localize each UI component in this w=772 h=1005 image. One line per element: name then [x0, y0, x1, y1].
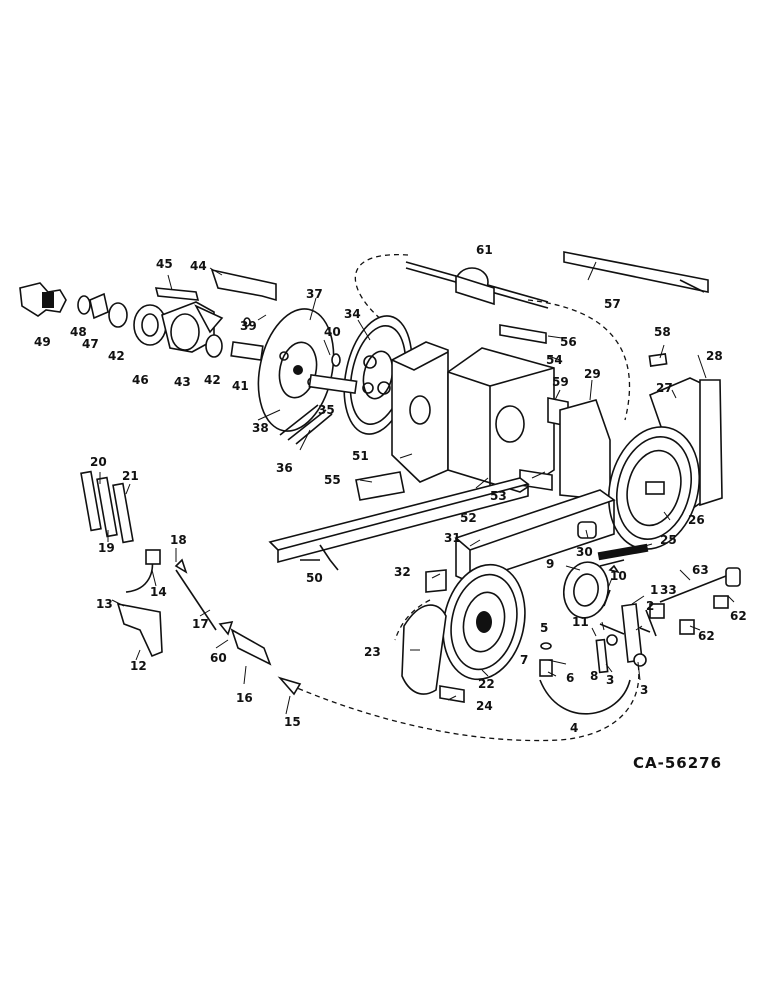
- callout-55: 55: [324, 473, 341, 487]
- callout-32: 32: [394, 565, 411, 579]
- callout-16: 16: [236, 691, 253, 705]
- callout-39: 39: [240, 319, 257, 333]
- callout-23: 23: [364, 645, 381, 659]
- callout-12: 12: [130, 659, 147, 673]
- callout-36: 36: [276, 461, 293, 475]
- callout-6: 6: [566, 671, 574, 685]
- callout-52: 52: [460, 511, 477, 525]
- callout-54: 54: [546, 353, 563, 367]
- callout-47: 47: [82, 337, 99, 351]
- upper-shaft: [405, 251, 709, 309]
- central-frame: [391, 324, 569, 493]
- callout-3a: 3: [606, 673, 614, 687]
- callout-19: 19: [98, 541, 115, 555]
- callout-11: 11: [572, 615, 589, 629]
- right-linkage: [539, 559, 741, 715]
- callout-24: 24: [476, 699, 493, 713]
- callout-20: 20: [90, 455, 107, 469]
- callout-15: 15: [284, 715, 301, 729]
- callout-62b: 62: [730, 609, 747, 623]
- callout-21: 21: [122, 469, 139, 483]
- callout-3b: 3: [640, 683, 648, 697]
- callout-51: 51: [352, 449, 369, 463]
- callout-8: 8: [590, 669, 598, 683]
- shaft-assembly-left: [19, 268, 277, 361]
- callout-38: 38: [252, 421, 269, 435]
- callout-29: 29: [584, 367, 601, 381]
- callout-57: 57: [604, 297, 621, 311]
- callout-7: 7: [520, 653, 528, 667]
- callout-31: 31: [444, 531, 461, 545]
- callout-49: 49: [34, 335, 51, 349]
- dashed-routing-lines: [289, 254, 640, 742]
- callout-48: 48: [70, 325, 87, 339]
- callout-63: 63: [692, 563, 709, 577]
- leader-lines: [99, 261, 735, 715]
- callout-labels: 1 2 3 3 4 5 6 7 8 9 10 11 12 13 14 15 16…: [34, 243, 747, 772]
- callout-41: 41: [232, 379, 249, 393]
- callout-5: 5: [540, 621, 548, 635]
- callout-10: 10: [610, 569, 627, 583]
- callout-17: 17: [192, 617, 209, 631]
- callout-46: 46: [132, 373, 149, 387]
- callout-1: 1: [650, 583, 658, 597]
- callout-27: 27: [656, 381, 673, 395]
- left-linkage: [80, 470, 302, 696]
- callout-18: 18: [170, 533, 187, 547]
- callout-37: 37: [306, 287, 323, 301]
- callout-4: 4: [570, 721, 578, 735]
- right-housing: [559, 353, 723, 561]
- callout-60: 60: [210, 651, 227, 665]
- callout-42b: 42: [204, 373, 221, 387]
- callout-56: 56: [560, 335, 577, 349]
- callout-53: 53: [490, 489, 507, 503]
- drawing-code: CA-56276: [633, 754, 722, 772]
- callout-35: 35: [318, 403, 335, 417]
- callout-40: 40: [324, 325, 341, 339]
- callout-43: 43: [174, 375, 191, 389]
- lower-pulleys: [401, 561, 610, 703]
- callout-9: 9: [546, 557, 554, 571]
- bottom-rail: [268, 471, 530, 571]
- callout-28: 28: [706, 349, 723, 363]
- callout-44: 44: [190, 259, 207, 273]
- callout-45: 45: [156, 257, 173, 271]
- callout-22: 22: [478, 677, 495, 691]
- callout-59: 59: [552, 375, 569, 389]
- callout-62a: 62: [698, 629, 715, 643]
- callout-42a: 42: [108, 349, 125, 363]
- callout-14: 14: [150, 585, 167, 599]
- callout-33: 33: [660, 583, 677, 597]
- callout-61: 61: [476, 243, 493, 257]
- callout-26: 26: [688, 513, 705, 527]
- callout-13: 13: [96, 597, 113, 611]
- callout-58: 58: [654, 325, 671, 339]
- callout-34: 34: [344, 307, 361, 321]
- callout-30: 30: [576, 545, 593, 559]
- callout-25: 25: [660, 533, 677, 547]
- callout-2: 2: [646, 599, 654, 613]
- callout-50: 50: [306, 571, 323, 585]
